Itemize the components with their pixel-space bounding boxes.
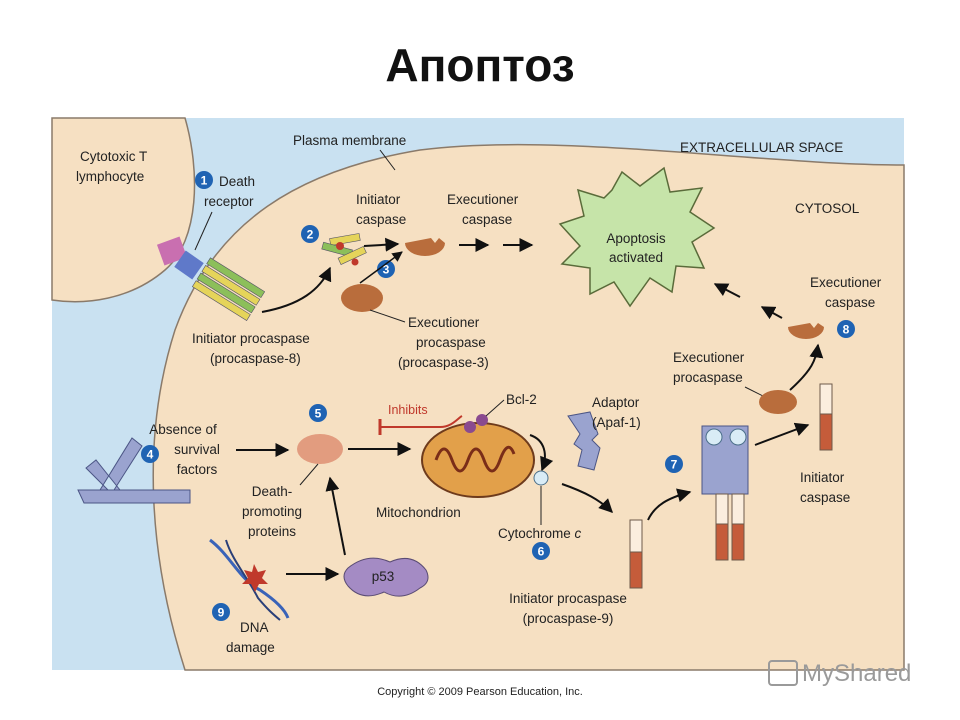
initiator-procaspase-9-label-2: (procaspase-9) xyxy=(523,611,614,626)
apaf-1-adaptor-icon xyxy=(567,411,601,471)
step-2-badge xyxy=(301,225,319,243)
initiator-procaspase-8-label-1: Initiator procaspase xyxy=(192,331,310,346)
step-7-badge xyxy=(665,455,683,473)
step-1-number: 1 xyxy=(201,174,208,188)
mitochondrion-label: Mitochondrion xyxy=(376,505,461,520)
survival-factors-label-1: Absence of xyxy=(149,422,217,437)
step-3-number: 3 xyxy=(383,263,390,277)
step-3-badge xyxy=(377,260,395,278)
step-5-badge xyxy=(309,404,327,422)
executioner-procaspase-3-label-1: Executioner xyxy=(408,315,480,330)
extracellular-space-label: EXTRACELLULAR SPACE xyxy=(680,140,843,155)
initiator-caspase-label-1: Initiator xyxy=(356,192,401,207)
initiator-procaspase-8-label-2: (procaspase-8) xyxy=(210,351,301,366)
cytochrome-c-label: Cytochrome c xyxy=(498,526,582,541)
survival-factors-label-2: survival xyxy=(174,442,220,457)
initiator-caspase-8-icon xyxy=(321,233,367,266)
dna-damage-label-1: DNA xyxy=(240,620,269,635)
t-lymphocyte-label-2: lymphocyte xyxy=(76,169,144,184)
initiator-procaspase-8-icon xyxy=(191,257,266,321)
apoptosis-label-1: Apoptosis xyxy=(606,231,666,246)
initiator-procaspase-9-label-1: Initiator procaspase xyxy=(509,591,627,606)
death-promoting-label-2: promoting xyxy=(242,504,302,519)
step-5-number: 5 xyxy=(315,407,322,421)
executioner-procaspase-3-icon xyxy=(341,284,383,312)
step-8-badge xyxy=(837,320,855,338)
plasma-membrane-label: Plasma membrane xyxy=(293,133,406,148)
watermark-logo-icon xyxy=(768,659,798,686)
initiator-caspase-9-icon xyxy=(819,383,833,451)
executioner-caspase-right-label-2: caspase xyxy=(825,295,875,310)
dna-damage-label-2: damage xyxy=(226,640,275,655)
executioner-caspase-label-1: Executioner xyxy=(447,192,519,207)
executioner-caspase-right-icon xyxy=(788,323,824,339)
step-4-badge xyxy=(141,445,159,463)
step-6-badge xyxy=(532,542,550,560)
initiator-procaspase-9-icon xyxy=(629,519,643,589)
apoptosis-label-2: activated xyxy=(609,250,663,265)
step-8-number: 8 xyxy=(843,323,850,337)
survival-factors-label-3: factors xyxy=(177,462,218,477)
cytochrome-c-icon xyxy=(533,470,549,486)
survival-factor-receptor-icon xyxy=(77,437,191,504)
step-9-number: 9 xyxy=(218,606,225,620)
initiator-caspase-right-label-1: Initiator xyxy=(800,470,845,485)
cytosol-label: CYTOSOL xyxy=(795,201,860,216)
t-lymphocyte-cell xyxy=(51,117,196,303)
adaptor-label-1: Adaptor xyxy=(592,395,640,410)
death-receptor-label-2: receptor xyxy=(204,194,254,209)
initiator-caspase-right-label-2: caspase xyxy=(800,490,850,505)
p53-label: p53 xyxy=(372,569,395,584)
page-title: Апоптоз xyxy=(385,39,575,91)
executioner-caspase-icon xyxy=(405,238,445,256)
executioner-caspase-right-label-1: Executioner xyxy=(810,275,882,290)
fas-ligand-icon xyxy=(156,236,188,266)
watermark: MyShared xyxy=(768,659,958,690)
death-receptor-label-1: Death xyxy=(219,174,255,189)
step-1-badge xyxy=(195,171,213,189)
apoptosome-icon xyxy=(701,425,749,561)
p53-protein-icon xyxy=(343,557,429,597)
initiator-caspase-label-2: caspase xyxy=(356,212,406,227)
executioner-caspase-label-2: caspase xyxy=(462,212,512,227)
death-promoting-label-3: proteins xyxy=(248,524,296,539)
mitochondrion-icon xyxy=(421,414,535,498)
adaptor-label-2: (Apaf-1) xyxy=(592,415,641,430)
step-9-badge xyxy=(212,603,230,621)
step-4-number: 4 xyxy=(147,448,154,462)
executioner-procaspase-right-label-2: procaspase xyxy=(673,370,743,385)
step-6-number: 6 xyxy=(538,545,545,559)
death-promoting-protein-icon xyxy=(297,434,343,464)
step-2-number: 2 xyxy=(307,228,314,242)
death-promoting-label-1: Death- xyxy=(252,484,293,499)
bcl2-label: Bcl-2 xyxy=(506,392,537,407)
executioner-procaspase-right-icon xyxy=(759,390,797,414)
executioner-procaspase-right-label-1: Executioner xyxy=(673,350,745,365)
death-receptor-icon xyxy=(174,250,204,280)
executioner-procaspase-3-label-3: (procaspase-3) xyxy=(398,355,489,370)
watermark-text: MyShared xyxy=(802,660,912,687)
inhibits-label: Inhibits xyxy=(388,403,428,417)
step-7-number: 7 xyxy=(671,458,678,472)
dna-double-helix-icon xyxy=(209,538,290,621)
copyright-notice: Copyright © 2009 Pearson Education, Inc. xyxy=(377,686,583,698)
t-lymphocyte-label-1: Cytotoxic T xyxy=(80,149,147,164)
executioner-procaspase-3-label-2: procaspase xyxy=(416,335,486,350)
apoptosis-activated-burst xyxy=(558,166,716,308)
